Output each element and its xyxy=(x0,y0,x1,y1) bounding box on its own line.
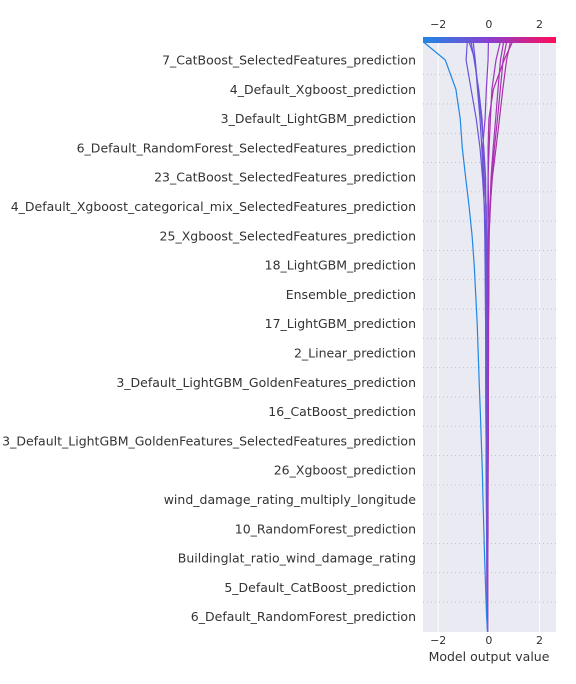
feature-label: Ensemble_prediction xyxy=(286,287,416,302)
top-axis-ticks: −2 0 2 xyxy=(430,18,543,31)
feature-label: 26_Xgboost_prediction xyxy=(274,463,416,478)
feature-label: 18_LightGBM_prediction xyxy=(265,258,416,273)
x-axis-label: Model output value xyxy=(429,649,550,664)
feature-label: wind_damage_rating_multiply_longitude xyxy=(164,492,417,507)
decision-line-3 xyxy=(487,41,505,633)
top-tick-label: −2 xyxy=(430,18,446,31)
bottom-axis-ticks: −2 0 2 xyxy=(430,634,543,647)
feature-label: 6_Default_RandomForest_prediction xyxy=(191,609,416,624)
feature-label: 4_Default_Xgboost_prediction xyxy=(230,82,416,97)
feature-label: 16_CatBoost_prediction xyxy=(268,404,416,419)
decision-line-10 xyxy=(423,41,489,633)
feature-label: 25_Xgboost_SelectedFeatures_prediction xyxy=(160,228,416,243)
bottom-tick-label: −2 xyxy=(430,634,446,647)
top-tick-label: 2 xyxy=(536,18,543,31)
feature-label: 23_CatBoost_SelectedFeatures_prediction xyxy=(154,170,416,185)
bottom-tick-label: 0 xyxy=(485,634,492,647)
colorbar xyxy=(423,37,556,43)
feature-label: 4_Default_Xgboost_categorical_mix_Select… xyxy=(11,199,416,214)
feature-label: 2_Linear_prediction xyxy=(294,346,416,361)
feature-label: 5_Default_CatBoost_prediction xyxy=(224,580,416,595)
decision-lines xyxy=(423,41,513,633)
feature-label: 6_Default_RandomForest_SelectedFeatures_… xyxy=(77,140,416,155)
feature-label: 10_RandomForest_prediction xyxy=(235,521,416,536)
feature-label: 3_Default_LightGBM_GoldenFeatures_predic… xyxy=(116,375,416,390)
feature-label: 7_CatBoost_SelectedFeatures_prediction xyxy=(162,53,416,68)
feature-labels: 7_CatBoost_SelectedFeatures_prediction 4_… xyxy=(2,53,416,625)
feature-label: 3_Default_LightGBM_prediction xyxy=(221,111,416,126)
feature-label: 3_Default_LightGBM_GoldenFeatures_Select… xyxy=(2,433,416,448)
bottom-tick-label: 2 xyxy=(536,634,543,647)
feature-label: Buildinglat_ratio_wind_damage_rating xyxy=(178,551,416,566)
feature-label: 17_LightGBM_prediction xyxy=(265,316,416,331)
top-tick-label: 0 xyxy=(485,18,492,31)
decision-line-9 xyxy=(465,41,489,633)
